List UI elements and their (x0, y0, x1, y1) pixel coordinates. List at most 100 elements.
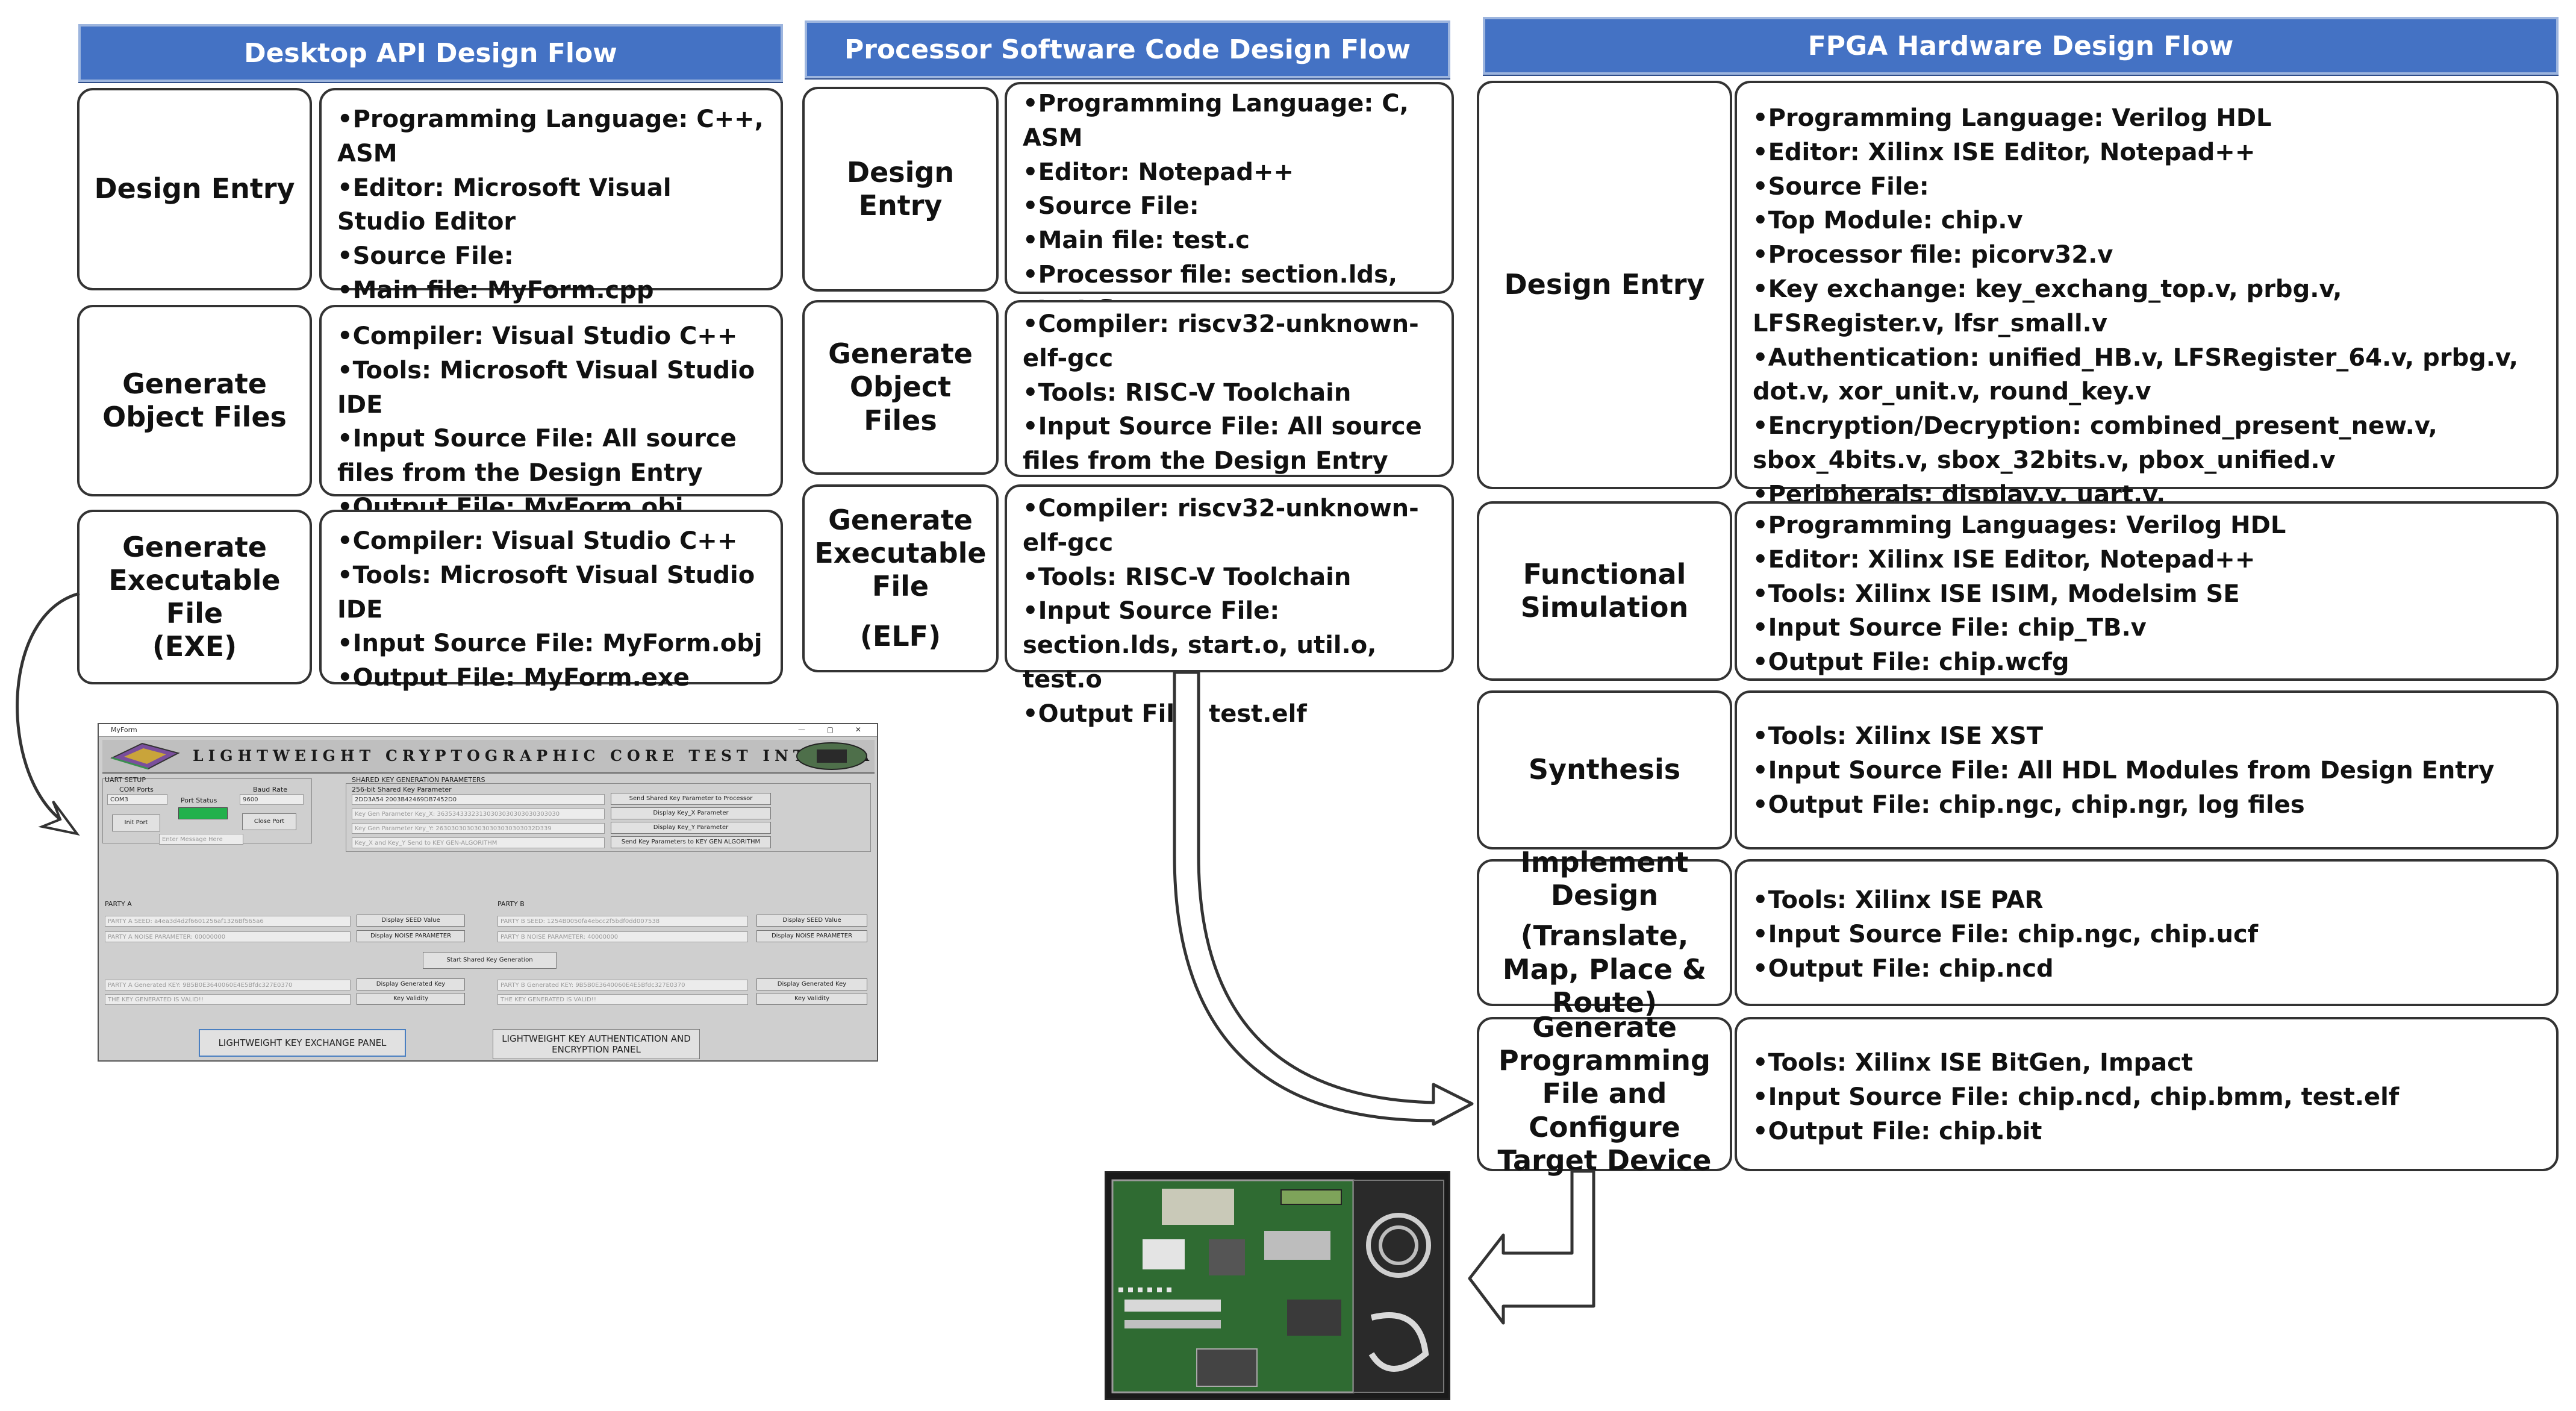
fpga-board-photo (1105, 1171, 1450, 1400)
desktop-design-entry-stage: Design Entry (77, 88, 312, 290)
processor-executable-stage: Generate Executable File(ELF) (802, 484, 999, 672)
send-key-params-button[interactable]: Send Key Parameters to KEY GEN ALGORITHM (611, 836, 771, 848)
detail-item: •Input Source File: MyForm.obj (337, 630, 763, 658)
elf-to-programming-arrow (1173, 671, 1474, 1126)
detail-item: •Programming Language: C, ASM (1023, 90, 1409, 152)
party-a-validity-field[interactable]: THE KEY GENERATED IS VALID!! (105, 994, 351, 1005)
crypto-test-gui-screenshot: MyForm — ▢ ✕ LIGHTWEIGHT CRYPTOGRAPHIC C… (98, 723, 878, 1062)
detail-item: •Tools: RISC-V Toolchain (1023, 378, 1352, 407)
shared-key-param-label: 256-bit Shared Key Parameter (352, 786, 452, 793)
processor-object-files-stage: Generate Object Files (802, 300, 999, 475)
programming-to-board-arrow (1468, 1169, 1595, 1325)
start-shared-key-button[interactable]: Start Shared Key Generation (423, 952, 557, 969)
chip-logo-left (110, 742, 180, 770)
party-b-display-seed-button[interactable]: Display SEED Value (756, 915, 867, 927)
close-port-button[interactable]: Close Port (242, 813, 296, 830)
desktop-design-entry-details: •Programming Language: C++, ASM •Editor: … (319, 88, 783, 339)
desktop-object-files-stage: Generate Object Files (77, 305, 312, 496)
detail-item: •Tools: Xilinx ISE XST (1753, 722, 2043, 750)
party-b-display-generated-button[interactable]: Display Generated Key (756, 978, 867, 990)
enter-message-field[interactable]: Enter Message Here (159, 834, 243, 845)
party-a-key-validity-button[interactable]: Key Validity (357, 993, 465, 1005)
party-a-label: PARTY A (105, 900, 132, 908)
detail-item: •Compiler: Visual Studio C++ (337, 527, 738, 555)
detail-item: •Tools: Xilinx ISE BitGen, Impact (1753, 1049, 2193, 1077)
party-a-display-seed-button[interactable]: Display SEED Value (357, 915, 465, 927)
party-b-noise-field[interactable]: PARTY B NOISE PARAMETER: 40000000 (497, 931, 748, 942)
detail-item: •Tools: Xilinx ISE PAR (1753, 886, 2044, 914)
fpga-simulation-stage: Functional Simulation (1477, 501, 1732, 681)
party-b-validity-field[interactable]: THE KEY GENERATED IS VALID!! (497, 994, 748, 1005)
display-key-x-button[interactable]: Display Key_X Parameter (611, 807, 771, 819)
party-a-display-noise-button[interactable]: Display NOISE PARAMETER (357, 930, 465, 942)
shared-key-field[interactable]: 2DD3A54 2003B42469DB7452D0 (352, 794, 605, 805)
party-b-key-validity-button[interactable]: Key Validity (756, 993, 867, 1005)
party-b-generated-key-field[interactable]: PARTY B Generated KEY: 9B5B0E3640060E4E5… (497, 980, 748, 990)
detail-item: •Output File: MyForm.exe (337, 664, 690, 692)
detail-item: •Tools: Microsoft Visual Studio IDE (337, 356, 755, 419)
detail-item: •Source File: (337, 242, 514, 271)
detail-item: •Encryption/Decryption: combined_present… (1753, 412, 2437, 474)
baud-rate-label: Baud Rate (253, 786, 287, 793)
fpga-programming-details: •Tools: Xilinx ISE BitGen, Impact •Input … (1735, 1017, 2559, 1171)
party-a-display-generated-button[interactable]: Display Generated Key (357, 978, 465, 990)
gui-window-buttons: — ▢ ✕ (797, 725, 871, 734)
detail-item: •Programming Language: C++, ASM (337, 105, 764, 167)
detail-item: •Input Source File: All source files fro… (1023, 413, 1422, 475)
detail-item: •Input Source File: chip.ngc, chip.ucf (1753, 920, 2259, 948)
detail-item: •Tools: Microsoft Visual Studio IDE (337, 561, 755, 624)
fpga-board-illustration (1106, 1173, 1449, 1398)
exe-to-gui-arrowhead (38, 800, 80, 836)
detail-item: •Compiler: Visual Studio C++ (337, 322, 738, 350)
chip-logo-right (796, 742, 867, 770)
party-b-label: PARTY B (497, 900, 525, 908)
key-auth-encryption-panel-button[interactable]: LIGHTWEIGHT KEY AUTHENTICATION AND ENCRY… (493, 1029, 700, 1059)
fpga-simulation-details: •Programming Languages: Verilog HDL•Edit… (1735, 501, 2559, 681)
keygen-y-field[interactable]: Key Gen Parameter Key_Y: 263030303030303… (352, 823, 605, 834)
party-b-seed-field[interactable]: PARTY B SEED: 1254B0050fa4ebcc2f5bdf0dd0… (497, 916, 748, 927)
baud-rate-select[interactable]: 9600 (240, 794, 304, 805)
uart-setup-label: UART SETUP (105, 776, 146, 784)
gui-banner: LIGHTWEIGHT CRYPTOGRAPHIC CORE TEST INTE… (102, 740, 875, 774)
detail-item: •Processor file: picorv32.v (1753, 241, 2113, 269)
detail-item: •Tools: RISC-V Toolchain (1023, 563, 1352, 591)
detail-item: •Input Source File: All source files fro… (337, 425, 737, 487)
display-key-y-button[interactable]: Display Key_Y Parameter (611, 822, 771, 834)
detail-item: •Output File: test.elf (1023, 699, 1307, 728)
fpga-flow-header: FPGA Hardware Design Flow (1483, 17, 2559, 75)
detail-item: •Editor: Xilinx ISE Editor, Notepad++ (1753, 138, 2256, 166)
detail-item: •Output File: chip.ngc, chip.ngr, log fi… (1753, 790, 2305, 819)
detail-item: •Main file: test.c (1023, 227, 1250, 255)
party-a-generated-key-field[interactable]: PARTY A Generated KEY: 9B5B0E3640060E4E5… (105, 980, 351, 990)
party-b-display-noise-button[interactable]: Display NOISE PARAMETER (756, 930, 867, 942)
detail-item: •Source File: (1753, 172, 1929, 201)
detail-item: •Compiler: riscv32-unknown-elf-gcc (1023, 310, 1419, 372)
detail-item: •Input Source File: chip_TB.v (1753, 614, 2147, 642)
com-ports-label: COM Ports (119, 786, 154, 793)
key-exchange-panel-button[interactable]: LIGHTWEIGHT KEY EXCHANGE PANEL (199, 1029, 406, 1057)
key-xy-send-field[interactable]: Key_X and Key_Y Send to KEY GEN-ALGORITH… (352, 837, 605, 848)
desktop-executable-details: •Compiler: Visual Studio C++ •Tools: Micr… (319, 510, 783, 692)
detail-item: •Editor: Microsoft Visual Studio Editor (337, 174, 672, 236)
port-status-label: Port Status (181, 796, 217, 804)
shared-key-group (346, 783, 871, 852)
detail-item: •Output File: chip.wcfg (1753, 648, 2069, 677)
detail-item: •Output File: chip.bit (1753, 1117, 2042, 1145)
fpga-programming-stage: Generate Programming File and Configure … (1477, 1011, 1732, 1177)
exe-to-gui-arrow (16, 592, 80, 821)
init-port-button[interactable]: Init Port (112, 815, 160, 831)
send-shared-key-button[interactable]: Send Shared Key Parameter to Processor (611, 793, 771, 805)
keygen-x-field[interactable]: Key Gen Parameter Key_X: 363534333231303… (352, 809, 605, 819)
party-a-seed-field[interactable]: PARTY A SEED: a4ea3d4d2f6601256af1326Bf5… (105, 916, 351, 927)
detail-item: •Top Module: chip.v (1753, 207, 2023, 235)
detail-item: •Input Source File: All HDL Modules from… (1753, 756, 2495, 784)
fpga-design-entry-details: •Programming Language: Verilog HDL•Edito… (1735, 81, 2559, 543)
party-a-noise-field[interactable]: PARTY A NOISE PARAMETER: 00000000 (105, 931, 351, 942)
gui-window-title: MyForm (111, 726, 137, 734)
detail-item: •Source File: (1023, 192, 1199, 221)
detail-item: •Key exchange: key_exchang_top.v, prbg.v… (1753, 275, 2342, 337)
detail-item: •Editor: Xilinx ISE Editor, Notepad++ (1753, 545, 2256, 574)
detail-item: •Input Source File: chip.ncd, chip.bmm, … (1753, 1083, 2400, 1111)
com-port-select[interactable]: COM3 (107, 794, 167, 805)
